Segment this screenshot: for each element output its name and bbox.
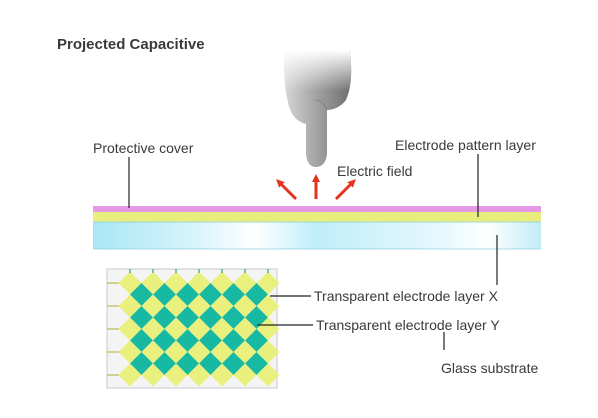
field-arrow-right bbox=[334, 179, 356, 201]
electrode-x-cell bbox=[164, 363, 188, 387]
electric-field-arrows-icon bbox=[276, 174, 356, 201]
electrode-x-cell bbox=[233, 363, 257, 387]
label-electric-field: Electric field bbox=[337, 163, 412, 179]
field-arrow-left bbox=[276, 179, 298, 201]
electrode-x-cell bbox=[187, 363, 211, 387]
label-protective-cover: Protective cover bbox=[93, 140, 194, 156]
electrode-x-cell bbox=[118, 363, 142, 387]
label-layer-x: Transparent electrode layer X bbox=[314, 288, 499, 304]
electrode-pattern-layer bbox=[93, 212, 541, 222]
diagram-title: Projected Capacitive bbox=[57, 36, 205, 53]
layer-stack bbox=[93, 206, 541, 250]
electrode-x-cell bbox=[141, 363, 165, 387]
leader-lines bbox=[128, 154, 498, 350]
pointing-hand-icon bbox=[284, 50, 352, 167]
electrode-x-cell bbox=[210, 363, 234, 387]
electrode-grid bbox=[106, 268, 280, 389]
label-layer-y: Transparent electrode layer Y bbox=[316, 317, 500, 333]
label-glass-substrate: Glass substrate bbox=[441, 360, 538, 376]
electrode-x-cell bbox=[256, 363, 280, 387]
glass-substrate-layer bbox=[93, 222, 541, 249]
label-electrode-pattern-layer: Electrode pattern layer bbox=[395, 137, 536, 153]
protective-cover-layer bbox=[93, 206, 541, 212]
